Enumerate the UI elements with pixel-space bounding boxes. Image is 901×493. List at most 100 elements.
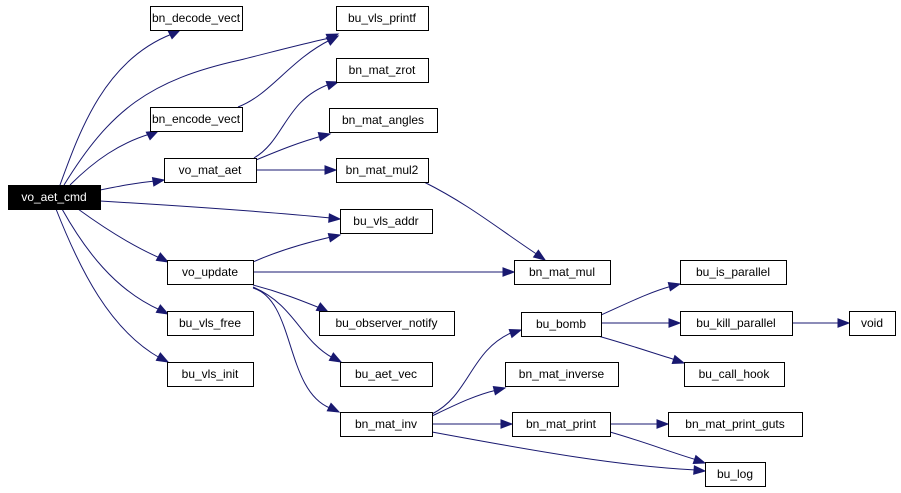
node-bu-vls-printf[interactable]: bu_vls_printf bbox=[336, 6, 429, 31]
node-label: void bbox=[861, 316, 883, 330]
edge-line bbox=[255, 135, 323, 161]
edge-vo-update-to-bn-mat-mul bbox=[253, 267, 516, 277]
node-label: bn_mat_zrot bbox=[349, 63, 416, 77]
node-bn-mat-print[interactable]: bn_mat_print bbox=[512, 412, 611, 437]
edge-line bbox=[237, 39, 331, 108]
edge-arrowhead bbox=[167, 29, 182, 40]
edge-arrowhead bbox=[328, 213, 342, 223]
node-bn-mat-zrot[interactable]: bn_mat_zrot bbox=[336, 58, 429, 83]
node-bu-vls-addr[interactable]: bu_vls_addr bbox=[340, 209, 433, 234]
node-vo-mat-aet[interactable]: vo_mat_aet bbox=[164, 158, 257, 183]
node-bu-is-parallel[interactable]: bu_is_parallel bbox=[680, 260, 787, 285]
edge-line bbox=[600, 285, 673, 316]
node-box bbox=[8, 185, 101, 210]
node-bn-mat-inv[interactable]: bn_mat_inv bbox=[340, 412, 433, 437]
node-box bbox=[705, 462, 766, 487]
edge-arrowhead bbox=[325, 80, 340, 91]
node-box bbox=[680, 311, 793, 336]
edge-arrowhead bbox=[508, 328, 523, 339]
node-box bbox=[668, 412, 803, 437]
edge-vo-aet-cmd-to-vo-update bbox=[77, 208, 170, 263]
edge-arrowhead bbox=[693, 465, 707, 475]
edge-arrowhead bbox=[328, 352, 343, 363]
edge-arrowhead bbox=[668, 318, 682, 328]
node-bu-call-hook[interactable]: bu_call_hook bbox=[684, 362, 785, 387]
node-box bbox=[336, 58, 429, 83]
edge-line bbox=[61, 208, 161, 311]
node-box bbox=[150, 6, 243, 31]
edge-line bbox=[431, 331, 514, 415]
node-bu-vls-free[interactable]: bu_vls_free bbox=[167, 311, 254, 336]
edge-bn-mat-print-to-bn-mat-print-guts bbox=[610, 419, 670, 429]
node-bu-aet-vec[interactable]: bu_aet_vec bbox=[340, 362, 433, 387]
node-box bbox=[319, 311, 455, 336]
node-bn-mat-inverse[interactable]: bn_mat_inverse bbox=[505, 362, 619, 387]
node-vo-update[interactable]: vo_update bbox=[167, 260, 254, 285]
node-label: bu_kill_parallel bbox=[696, 316, 775, 330]
edge-arrowhead bbox=[500, 419, 514, 429]
edge-vo-update-to-bu-aet-vec bbox=[252, 286, 343, 363]
edge-vo-aet-cmd-to-bn-encode-vect bbox=[69, 130, 160, 186]
edge-vo-update-to-bu-observer-notify bbox=[252, 284, 330, 313]
edge-line bbox=[252, 287, 331, 409]
node-box bbox=[684, 362, 785, 387]
edge-arrowhead bbox=[532, 249, 547, 261]
edge-bn-mat-inv-to-bu-log bbox=[431, 431, 707, 475]
node-box bbox=[150, 107, 243, 132]
node-bu-bomb[interactable]: bu_bomb bbox=[521, 312, 602, 337]
edge-arrowhead bbox=[667, 282, 682, 292]
edge-vo-mat-aet-to-bn-mat-angles bbox=[255, 132, 332, 161]
edge-bu-kill-parallel-to-void bbox=[792, 318, 851, 328]
node-bn-mat-mul[interactable]: bn_mat_mul bbox=[514, 260, 611, 285]
node-bn-mat-print-guts[interactable]: bn_mat_print_guts bbox=[668, 412, 803, 437]
edge-line bbox=[63, 37, 331, 186]
node-bu-vls-init[interactable]: bu_vls_init bbox=[167, 362, 254, 387]
node-vo-aet-cmd[interactable]: vo_aet_cmd bbox=[8, 185, 101, 210]
edge-arrowhead bbox=[315, 302, 330, 313]
node-box bbox=[336, 6, 429, 31]
edge-vo-aet-cmd-to-bu-vls-init bbox=[55, 208, 170, 363]
edge-arrowhead bbox=[837, 318, 851, 328]
node-label: bu_vls_init bbox=[182, 367, 239, 381]
node-bn-mat-mul2[interactable]: bn_mat_mul2 bbox=[336, 158, 429, 183]
node-void[interactable]: void bbox=[849, 311, 896, 336]
node-box bbox=[512, 412, 611, 437]
node-box bbox=[514, 260, 611, 285]
edge-arrowhead bbox=[502, 267, 516, 277]
edge-arrowhead bbox=[656, 419, 670, 429]
node-label: bn_mat_mul bbox=[529, 265, 595, 279]
edge-arrowhead bbox=[151, 177, 166, 187]
node-bn-decode-vect[interactable]: bn_decode_vect bbox=[150, 6, 243, 31]
edge-bn-mat-print-to-bu-log bbox=[609, 431, 707, 465]
edge-vo-aet-cmd-to-vo-mat-aet bbox=[99, 177, 166, 191]
node-box bbox=[340, 412, 433, 437]
node-box bbox=[167, 260, 254, 285]
edge-line bbox=[252, 236, 332, 263]
edge-line bbox=[99, 200, 332, 219]
edge-line bbox=[431, 389, 498, 417]
edge-line bbox=[423, 181, 539, 256]
node-box bbox=[336, 158, 429, 183]
edge-bu-bomb-to-bu-kill-parallel bbox=[601, 318, 682, 328]
node-bu-log[interactable]: bu_log bbox=[705, 462, 766, 487]
edge-bn-mat-inv-to-bu-bomb bbox=[431, 328, 523, 415]
edge-arrowhead bbox=[155, 252, 170, 263]
node-box bbox=[329, 108, 438, 133]
node-label: bn_mat_print bbox=[526, 417, 597, 431]
node-bu-observer-notify[interactable]: bu_observer_notify bbox=[319, 311, 455, 336]
node-bn-mat-angles[interactable]: bn_mat_angles bbox=[329, 108, 438, 133]
edge-vo-update-to-bn-mat-inv bbox=[252, 287, 341, 413]
node-label: bn_encode_vect bbox=[152, 112, 241, 126]
node-label: bn_mat_mul2 bbox=[346, 163, 419, 177]
node-label: bu_is_parallel bbox=[696, 265, 770, 279]
node-box bbox=[167, 311, 254, 336]
node-box bbox=[340, 362, 433, 387]
node-bu-kill-parallel[interactable]: bu_kill_parallel bbox=[680, 311, 793, 336]
edge-arrowhead bbox=[692, 454, 707, 465]
edge-arrowhead bbox=[155, 352, 170, 363]
edge-line bbox=[252, 286, 334, 359]
edge-line bbox=[69, 133, 151, 186]
edge-line bbox=[77, 208, 161, 259]
node-box bbox=[167, 362, 254, 387]
node-bn-encode-vect[interactable]: bn_encode_vect bbox=[150, 107, 243, 132]
